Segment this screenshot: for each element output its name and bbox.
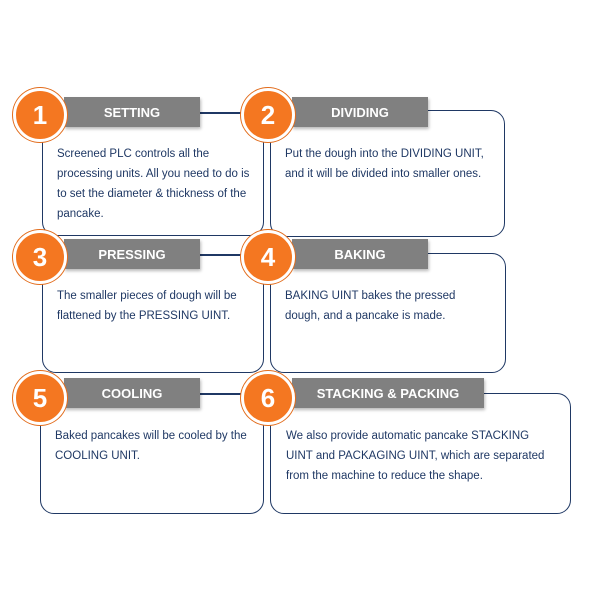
step-6-number-badge: 6 <box>241 371 295 425</box>
step-4-box <box>270 253 506 373</box>
step-6-box <box>270 393 571 514</box>
step-2-title: DIVIDING <box>292 97 428 127</box>
step-5-title: COOLING <box>64 378 200 408</box>
step-1-connector-line <box>198 112 250 113</box>
step-2-box <box>270 110 505 237</box>
step-5-box <box>40 394 264 514</box>
step-3-title: PRESSING <box>64 239 200 269</box>
step-4-title: BAKING <box>292 239 428 269</box>
step-4-number-badge: 4 <box>241 230 295 284</box>
step-4-description: BAKING UINT bakes the pressed dough, and… <box>285 290 456 322</box>
step-5-description: Baked pancakes will be cooled by the COO… <box>55 430 247 462</box>
step-3-box <box>42 255 264 373</box>
step-5-number-badge: 5 <box>13 371 67 425</box>
step-3-number-badge: 3 <box>13 230 67 284</box>
step-5-connector-line <box>198 393 250 394</box>
step-1-description: Screened PLC controls all the processing… <box>57 148 250 220</box>
step-1-title: SETTING <box>64 97 200 127</box>
step-1-box <box>42 113 264 236</box>
step-2-number-badge: 2 <box>241 88 295 142</box>
step-6-title: STACKING & PACKING <box>292 378 484 408</box>
step-1-number-badge: 1 <box>13 88 67 142</box>
step-3-description: The smaller pieces of dough will be flat… <box>57 290 237 322</box>
step-6-description: We also provide automatic pancake STACKI… <box>286 430 545 482</box>
step-3-connector-line <box>198 254 250 255</box>
step-2-description: Put the dough into the DIVIDING UNIT, an… <box>285 148 484 180</box>
